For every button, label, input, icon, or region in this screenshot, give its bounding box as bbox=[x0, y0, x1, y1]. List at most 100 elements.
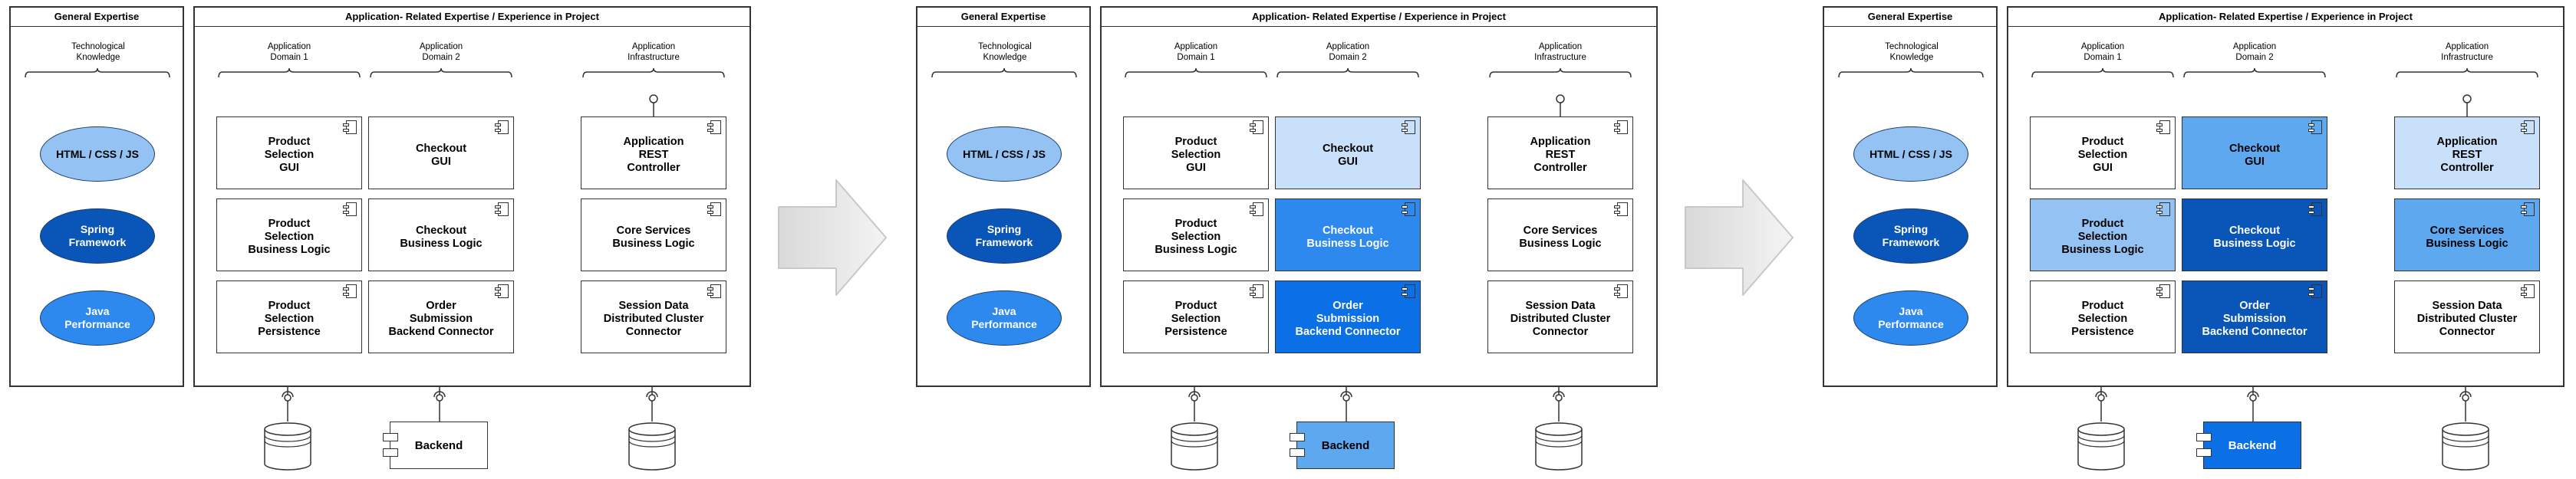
tech-knowledge-brace bbox=[1838, 67, 1984, 78]
component-6: Core Services Business Logic bbox=[1487, 198, 1633, 271]
title-divider bbox=[917, 26, 1089, 27]
component-label: Product Selection Business Logic bbox=[248, 218, 331, 256]
skill-ellipse-1: HTML / CSS / JS bbox=[40, 126, 155, 182]
component-label: Session Data Distributed Cluster Connect… bbox=[2416, 300, 2518, 338]
skill-ellipse-3: Java Performance bbox=[947, 290, 1062, 346]
component-label: Product Selection GUI bbox=[264, 136, 315, 174]
backend-component: Backend bbox=[383, 422, 488, 469]
component-9: Session Data Distributed Cluster Connect… bbox=[581, 281, 726, 353]
application-expertise-title: Application- Related Expertise / Experie… bbox=[2159, 11, 2413, 22]
component-label: Checkout GUI bbox=[415, 142, 467, 168]
component-icon bbox=[1402, 202, 1415, 216]
skill-ellipse-2: Spring Framework bbox=[947, 208, 1062, 264]
backend-label: Backend bbox=[2228, 438, 2277, 452]
title-divider bbox=[1824, 26, 1996, 27]
application-expertise-title: Application- Related Expertise / Experie… bbox=[345, 11, 599, 22]
component-icon bbox=[495, 284, 509, 298]
component-label: Checkout Business Logic bbox=[2213, 224, 2296, 250]
infrastructure-label: Application Infrastructure bbox=[2441, 42, 2493, 62]
domain-1-brace bbox=[2031, 67, 2174, 78]
component-5: Checkout Business Logic bbox=[2182, 198, 2327, 271]
component-5: Checkout Business Logic bbox=[368, 198, 514, 271]
component-icon bbox=[1250, 120, 1263, 134]
component-label: Checkout GUI bbox=[1322, 142, 1374, 168]
skill-ellipse-2: Spring Framework bbox=[40, 208, 155, 264]
database-connector-3 bbox=[646, 387, 658, 422]
title-divider bbox=[195, 26, 749, 27]
component-8: Order Submission Backend Connector bbox=[1275, 281, 1421, 353]
component-icon bbox=[2308, 202, 2322, 216]
general-expertise-title: General Expertise bbox=[960, 11, 1046, 22]
component-label: Product Selection Business Logic bbox=[1155, 218, 1237, 256]
component-icon bbox=[343, 202, 357, 216]
bottom-connectors bbox=[2077, 387, 2489, 471]
title-divider bbox=[1102, 26, 1656, 27]
rest-interface-lollipop bbox=[1556, 94, 1565, 116]
component-2: Checkout GUI bbox=[368, 116, 514, 189]
backend-port-top bbox=[1290, 433, 1305, 441]
rest-interface-lollipop bbox=[649, 94, 658, 116]
component-label: Checkout Business Logic bbox=[1306, 224, 1389, 250]
rest-interface-lollipop bbox=[2462, 94, 2472, 116]
component-icon bbox=[2521, 202, 2535, 216]
backend-port-bottom bbox=[2196, 448, 2212, 457]
component-4: Product Selection Business Logic bbox=[2030, 198, 2176, 271]
tech-knowledge-brace bbox=[931, 67, 1077, 78]
bottom-connectors bbox=[1171, 387, 1583, 471]
component-icon bbox=[343, 284, 357, 298]
tech-knowledge-label: Technological Knowledge bbox=[1885, 42, 1939, 62]
component-5: Checkout Business Logic bbox=[1275, 198, 1421, 271]
backend-connector bbox=[433, 387, 446, 422]
component-6: Core Services Business Logic bbox=[2394, 198, 2540, 271]
backend-label: Backend bbox=[414, 438, 463, 452]
component-label: Application REST Controller bbox=[2436, 136, 2498, 174]
transition-arrow-icon bbox=[1685, 179, 1794, 296]
domain-2-brace bbox=[1276, 67, 1419, 78]
component-label: Core Services Business Logic bbox=[2426, 224, 2508, 250]
database-icon bbox=[628, 422, 676, 471]
component-label: Order Submission Backend Connector bbox=[2202, 300, 2308, 338]
component-icon bbox=[707, 284, 721, 298]
database-icon bbox=[2442, 422, 2489, 471]
component-1: Product Selection GUI bbox=[1123, 116, 1269, 189]
domain-1-label: Application Domain 1 bbox=[1174, 42, 1218, 62]
component-icon bbox=[343, 120, 357, 134]
database-icon bbox=[1535, 422, 1583, 471]
backend-component: Backend bbox=[1290, 422, 1395, 469]
component-1: Product Selection GUI bbox=[2030, 116, 2176, 189]
infrastructure-brace bbox=[2396, 67, 2538, 78]
backend-port-bottom bbox=[1290, 448, 1305, 457]
domain-2-brace bbox=[370, 67, 512, 78]
database-icon bbox=[264, 422, 311, 471]
component-icon bbox=[495, 120, 509, 134]
component-icon bbox=[1614, 202, 1628, 216]
component-label: Application REST Controller bbox=[1530, 136, 1591, 174]
component-icon bbox=[1250, 202, 1263, 216]
component-7: Product Selection Persistence bbox=[216, 281, 362, 353]
component-icon bbox=[1250, 284, 1263, 298]
component-label: Session Data Distributed Cluster Connect… bbox=[1510, 300, 1611, 338]
component-icon bbox=[707, 120, 721, 134]
component-label: Product Selection Persistence bbox=[258, 300, 321, 338]
component-3: Application REST Controller bbox=[2394, 116, 2540, 189]
tech-knowledge-label: Technological Knowledge bbox=[71, 42, 125, 62]
component-3: Application REST Controller bbox=[581, 116, 726, 189]
component-label: Product Selection GUI bbox=[1171, 136, 1221, 174]
domain-1-brace bbox=[218, 67, 361, 78]
database-connector-3 bbox=[1553, 387, 1565, 422]
skill-ellipse-3: Java Performance bbox=[40, 290, 155, 346]
component-8: Order Submission Backend Connector bbox=[368, 281, 514, 353]
component-icon bbox=[2156, 284, 2170, 298]
backend-component: Backend bbox=[2196, 422, 2301, 469]
component-label: Session Data Distributed Cluster Connect… bbox=[603, 300, 704, 338]
component-label: Core Services Business Logic bbox=[612, 224, 695, 250]
skill-ellipse-3: Java Performance bbox=[1853, 290, 1968, 346]
backend-port-top bbox=[2196, 433, 2212, 441]
skill-ellipse-2: Spring Framework bbox=[1853, 208, 1968, 264]
infrastructure-brace bbox=[582, 67, 725, 78]
component-icon bbox=[495, 202, 509, 216]
application-expertise-box: Application- Related Expertise / Experie… bbox=[1100, 6, 1658, 387]
domain-1-label: Application Domain 1 bbox=[2080, 42, 2125, 62]
